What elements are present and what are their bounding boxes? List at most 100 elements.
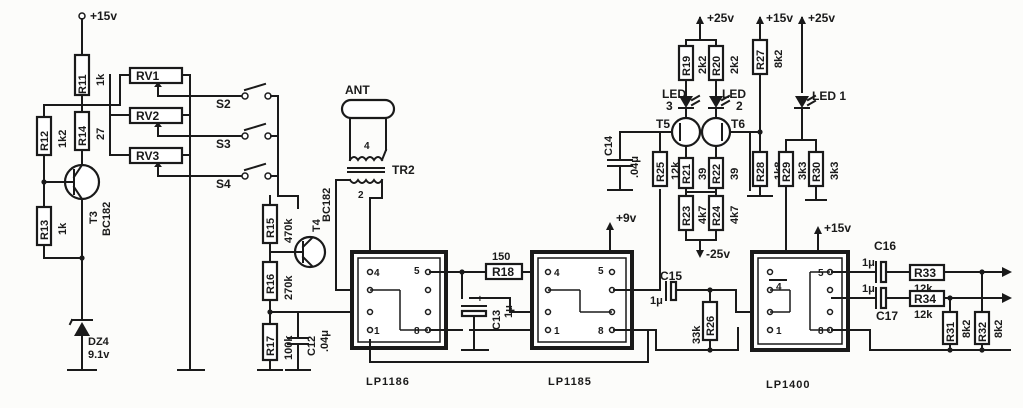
r32-value: 8k2 bbox=[993, 320, 1005, 338]
r26-value: 33k bbox=[691, 325, 703, 344]
t3-label: T3 bbox=[88, 211, 100, 224]
t6-label: T6 bbox=[731, 117, 745, 131]
r16-value: 270k bbox=[283, 275, 295, 300]
t4-type: BC182 bbox=[321, 188, 333, 222]
r27-value: 8k2 bbox=[773, 50, 785, 68]
ic-lp1186: 4 5 8 1 LP1186 bbox=[350, 250, 448, 388]
c17-value: 1μ bbox=[862, 283, 875, 295]
s4-label: S4 bbox=[216, 177, 231, 191]
c17-label: C17 bbox=[876, 309, 898, 323]
s3-label: S3 bbox=[216, 137, 231, 151]
ic2-pin8: 8 bbox=[598, 326, 604, 337]
r16-label: R16 bbox=[265, 274, 277, 294]
ic3-pin1: 1 bbox=[776, 326, 782, 337]
rail-label-25v-a: +25v bbox=[707, 11, 734, 25]
s2-label: S2 bbox=[216, 97, 231, 111]
r23-value: 4k7 bbox=[697, 206, 709, 224]
tr2-pin2: 2 bbox=[358, 190, 364, 201]
transistor-t6 bbox=[700, 116, 732, 148]
ant-label: ANT bbox=[345, 83, 370, 97]
r12-value: 1k2 bbox=[57, 130, 69, 148]
ic1-pin5: 5 bbox=[414, 266, 420, 277]
rail-label-15v-right: +15v bbox=[824, 221, 851, 235]
r28-label: R28 bbox=[755, 162, 767, 182]
switch-s2 bbox=[241, 82, 272, 100]
tr2-label: TR2 bbox=[392, 163, 415, 177]
r25-label: R25 bbox=[655, 162, 667, 182]
r19-value: 2k2 bbox=[697, 56, 709, 74]
ic1-name: LP1186 bbox=[366, 376, 410, 388]
r30-label: R30 bbox=[811, 162, 823, 182]
r15-value: 470k bbox=[283, 218, 295, 243]
r12-label: R12 bbox=[39, 131, 51, 151]
r13-label: R13 bbox=[39, 220, 51, 240]
ic3-pin5: 5 bbox=[818, 268, 824, 279]
r11-value: 1k bbox=[95, 73, 107, 86]
left-bias-section: +15v R11 1k R12 1k2 R14 27 T3 BC182 R13 bbox=[35, 9, 361, 371]
c12-value: .04μ bbox=[319, 330, 331, 352]
led1-label: LED 1 bbox=[812, 89, 846, 103]
transformer-tr2 bbox=[348, 156, 384, 162]
output-arrow-bottom bbox=[1002, 293, 1012, 303]
t4-label: T4 bbox=[311, 218, 323, 232]
led3-label: LED bbox=[662, 87, 686, 101]
ic-lp1400: 4 5 1 8 LP1400 bbox=[750, 250, 850, 391]
ic-lp1185: 4 5 1 8 LP1185 bbox=[530, 250, 634, 388]
r15-label: R15 bbox=[265, 218, 277, 238]
r31-value: 8k2 bbox=[961, 320, 973, 338]
rv1-label: RV1 bbox=[136, 69, 159, 83]
r27-label: R27 bbox=[755, 50, 767, 70]
svg-text:+: + bbox=[477, 294, 483, 305]
r24-value: 4k7 bbox=[729, 206, 741, 224]
r25-value: 12k bbox=[670, 161, 682, 180]
r18-value: 150 bbox=[492, 251, 510, 263]
antenna-transformer-section: ANT 4 TR2 2 bbox=[335, 83, 415, 291]
ic1-pin8: 8 bbox=[414, 326, 420, 337]
r33-label: R33 bbox=[914, 266, 936, 280]
r17-value: 100k bbox=[283, 335, 295, 360]
rail-label-15v-mid: +15v bbox=[766, 11, 793, 25]
ic2-pin4: 4 bbox=[554, 268, 560, 279]
c16-value: 1μ bbox=[862, 257, 875, 269]
ic2-name: LP1185 bbox=[548, 376, 592, 388]
r21-label: R21 bbox=[681, 164, 693, 184]
antenna-loop bbox=[340, 98, 396, 120]
led3-number: 3 bbox=[666, 99, 673, 113]
ic3-name: LP1400 bbox=[766, 379, 811, 391]
r14-label: R14 bbox=[77, 125, 89, 146]
r29-label: R29 bbox=[781, 162, 793, 182]
led2-label: LED bbox=[722, 87, 746, 101]
rv2-label: RV2 bbox=[136, 109, 159, 123]
rail-label-25v-b: +25v bbox=[808, 11, 835, 25]
r22-value: 39 bbox=[729, 168, 741, 180]
r14-value: 27 bbox=[95, 128, 107, 140]
r34-label: R34 bbox=[914, 292, 936, 306]
rv3-label: RV3 bbox=[136, 149, 159, 163]
transistor-t5 bbox=[670, 116, 702, 148]
c16-label: C16 bbox=[874, 239, 896, 253]
r24-label: R24 bbox=[711, 205, 723, 226]
dz4-value: 9.1v bbox=[88, 349, 110, 361]
r18-label: R18 bbox=[492, 265, 514, 279]
rail-label-minus25v: -25v bbox=[706, 247, 730, 261]
r29-value: 3k3 bbox=[797, 162, 809, 180]
r22-label: R22 bbox=[711, 164, 723, 184]
r34-value: 12k bbox=[914, 309, 933, 321]
c15-label: C15 bbox=[660, 269, 682, 283]
r32-label: R32 bbox=[977, 322, 989, 342]
led-1 bbox=[795, 96, 809, 108]
rail-label-15v-left: +15v bbox=[90, 9, 117, 23]
ic1-pin1: 1 bbox=[374, 326, 380, 337]
output-arrow-top bbox=[1002, 267, 1012, 277]
led-3 bbox=[679, 96, 693, 108]
r20-value: 2k2 bbox=[729, 56, 741, 74]
c12-label: C12 bbox=[306, 336, 318, 356]
zener-diode-dz4 bbox=[74, 322, 90, 336]
r20-label: R20 bbox=[711, 56, 723, 76]
led-driver-section: +25v R19 2k2 R20 2k2 LED 3 LED 2 T5 bbox=[603, 11, 846, 281]
ic1-pin4: 4 bbox=[374, 268, 380, 279]
switch-s4 bbox=[241, 162, 272, 180]
ic2-pin1: 1 bbox=[554, 326, 560, 337]
c13-label: C13 bbox=[491, 310, 503, 330]
